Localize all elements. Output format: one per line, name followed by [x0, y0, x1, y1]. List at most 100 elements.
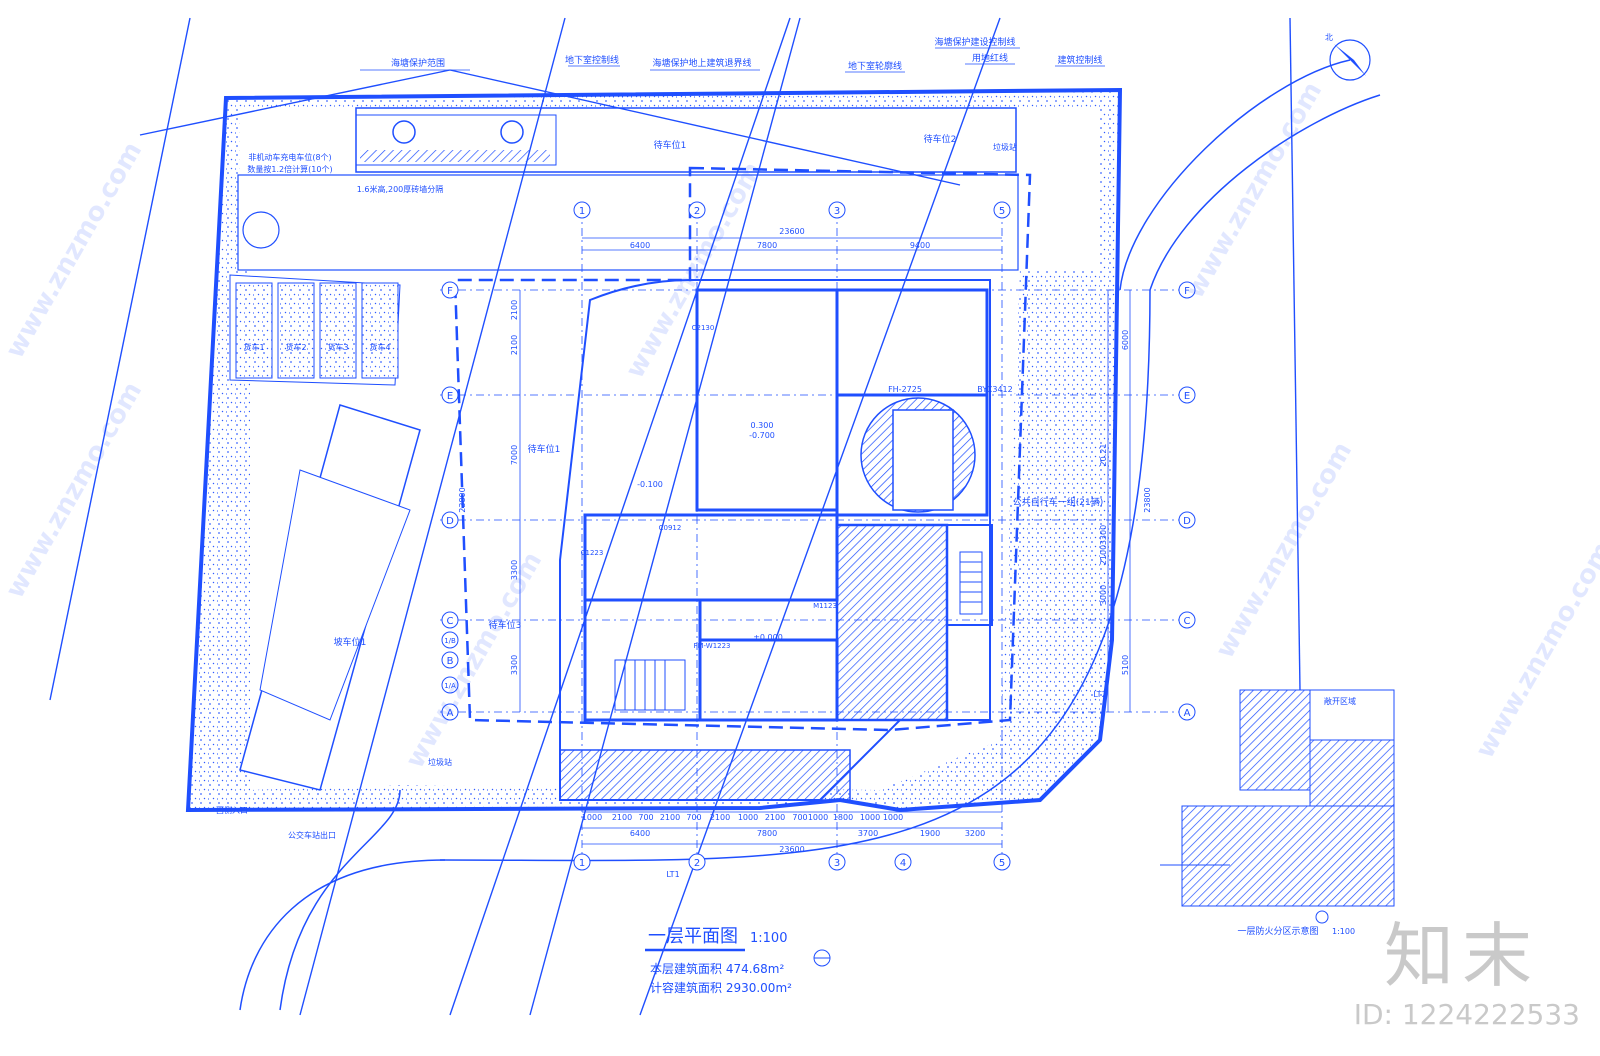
- parking-area: [229, 114, 557, 791]
- axis-row-1b: 1/B: [441, 631, 459, 649]
- svg-text:1800: 1800: [833, 813, 853, 822]
- svg-text:-0.100: -0.100: [637, 480, 663, 489]
- svg-text:M1123: M1123: [813, 602, 837, 610]
- axis-row-d: D D: [441, 511, 1196, 529]
- svg-text:待车位3: 待车位3: [489, 619, 522, 631]
- fire-legend-title: 一层防火分区示意图 1:100: [1237, 910, 1355, 937]
- svg-text:垃圾站: 垃圾站: [428, 757, 452, 767]
- svg-text:700: 700: [686, 813, 701, 822]
- svg-text:E: E: [1184, 391, 1190, 402]
- svg-text:1: 1: [579, 858, 585, 869]
- svg-text:5: 5: [999, 206, 1005, 217]
- svg-text:3300: 3300: [510, 655, 519, 675]
- svg-text:待车位1: 待车位1: [528, 443, 561, 455]
- svg-text:9400: 9400: [910, 241, 930, 250]
- svg-text:www.znzmo.com: www.znzmo.com: [1470, 537, 1600, 764]
- svg-text:C0912: C0912: [659, 524, 682, 532]
- area-line: 本层建筑面积 474.68m²: [650, 961, 784, 976]
- svg-text:非机动车充电车位(8个): 非机动车充电车位(8个): [248, 152, 331, 162]
- north-compass-icon: 北: [1325, 33, 1371, 81]
- axis-row-e: E E: [441, 386, 1196, 404]
- svg-text:E: E: [447, 391, 453, 402]
- svg-text:货车2: 货车2: [285, 342, 306, 352]
- brand-id: ID: 1224222533: [1353, 998, 1580, 1031]
- axis-row-a: A A: [441, 703, 1196, 721]
- callout-above-line: 海塘保护地上建筑退界线: [652, 57, 751, 69]
- svg-text:3300: 3300: [510, 560, 519, 580]
- svg-text:F: F: [447, 286, 453, 297]
- axis-row-c: C C: [441, 611, 1196, 629]
- svg-text:0.300: 0.300: [751, 421, 774, 430]
- svg-text:2100: 2100: [510, 300, 519, 320]
- svg-text:3: 3: [834, 858, 840, 869]
- axis-grid: [440, 210, 1190, 870]
- svg-text:23600: 23600: [779, 227, 804, 236]
- svg-text:B: B: [447, 656, 454, 667]
- svg-text:1/A: 1/A: [444, 682, 456, 690]
- svg-text:5100: 5100: [1121, 655, 1130, 675]
- svg-text:2100: 2100: [765, 813, 785, 822]
- svg-text:±0.000: ±0.000: [753, 633, 783, 642]
- svg-text:C2130: C2130: [692, 324, 715, 332]
- svg-text:4: 4: [900, 858, 906, 869]
- axis-row-b: B: [441, 651, 459, 669]
- title-text: 一层平面图: [648, 926, 738, 947]
- svg-text:700: 700: [638, 813, 653, 822]
- svg-text:垃圾站: 垃圾站: [993, 142, 1017, 152]
- svg-text:西侧入口: 西侧入口: [216, 805, 248, 815]
- svg-text:6400: 6400: [630, 241, 650, 250]
- control-lines: [49, 17, 1301, 1016]
- svg-text:LT2: LT2: [1093, 690, 1106, 699]
- svg-text:1:100: 1:100: [1332, 927, 1355, 936]
- svg-text:FM-W1223: FM-W1223: [693, 642, 730, 650]
- svg-text:D: D: [446, 516, 454, 527]
- svg-text:5: 5: [999, 858, 1005, 869]
- svg-text:公交车站出口: 公交车站出口: [288, 830, 336, 840]
- axis-col-bubbles: 1 1 2 2 3 3 4 5 5: [573, 201, 1011, 871]
- svg-text:C1223: C1223: [581, 549, 604, 557]
- svg-text:货车3: 货车3: [327, 342, 348, 352]
- svg-text:3000: 3000: [1099, 585, 1108, 605]
- svg-text:F: F: [1184, 286, 1190, 297]
- axis-row-f: F F: [441, 281, 1196, 299]
- svg-text:2100: 2100: [660, 813, 680, 822]
- svg-text:1000: 1000: [738, 813, 758, 822]
- svg-text:1900: 1900: [920, 829, 940, 838]
- svg-text:北: 北: [1325, 33, 1333, 42]
- axis-col-2: 2 2: [688, 201, 706, 871]
- brand-watermark: 知末: [1384, 915, 1540, 997]
- dimensions-bottom: 1000 2100 700 2100 700 2100 1000 2100 70…: [582, 811, 1002, 854]
- svg-text:2100: 2100: [612, 813, 632, 822]
- svg-text:23800: 23800: [458, 487, 467, 512]
- svg-text:2100: 2100: [710, 813, 730, 822]
- svg-text:A: A: [1184, 708, 1191, 719]
- svg-text:www.znzmo.com: www.znzmo.com: [0, 377, 148, 604]
- callout-red-line: 用地红线: [972, 52, 1008, 64]
- callout-basement-line: 地下室控制线: [565, 54, 619, 66]
- svg-text:1000: 1000: [808, 813, 828, 822]
- svg-text:2100: 2100: [510, 335, 519, 355]
- svg-text:一层防火分区示意图: 一层防火分区示意图: [1237, 925, 1318, 937]
- callout-build-line: 海塘保护建设控制线: [934, 36, 1015, 48]
- fire-zone-diagram: [1160, 689, 1395, 907]
- svg-text:公共自行车一组(21辆): 公共自行车一组(21辆): [1013, 496, 1103, 508]
- svg-text:23600: 23600: [779, 845, 804, 854]
- svg-text:7800: 7800: [757, 241, 777, 250]
- svg-text:货车4: 货车4: [369, 342, 390, 352]
- axis-row-bubbles: A A B C C D D E E F F 1/A 1/B: [441, 281, 1196, 721]
- svg-text:-0.700: -0.700: [749, 431, 775, 440]
- svg-text:3700: 3700: [858, 829, 878, 838]
- svg-text:FH-2725: FH-2725: [888, 385, 922, 394]
- dimensions-top: 6400 7800 9400 23600: [582, 227, 1002, 251]
- svg-text:C: C: [447, 616, 454, 627]
- svg-text:7000: 7000: [510, 445, 519, 465]
- svg-text:www.znzmo.com: www.znzmo.com: [1210, 437, 1358, 664]
- svg-text:待车位1: 待车位1: [654, 139, 687, 151]
- callout-protect-range: 海塘保护范围: [391, 57, 445, 69]
- svg-text:1000: 1000: [883, 813, 903, 822]
- svg-text:1.6米高,200厚砖墙分隔: 1.6米高,200厚砖墙分隔: [357, 184, 444, 194]
- axis-col-1: 1 1: [573, 201, 591, 871]
- dimensions-left: 2100 2100 7000 3300 3300 23800: [458, 290, 521, 712]
- svg-text:2: 2: [694, 206, 700, 217]
